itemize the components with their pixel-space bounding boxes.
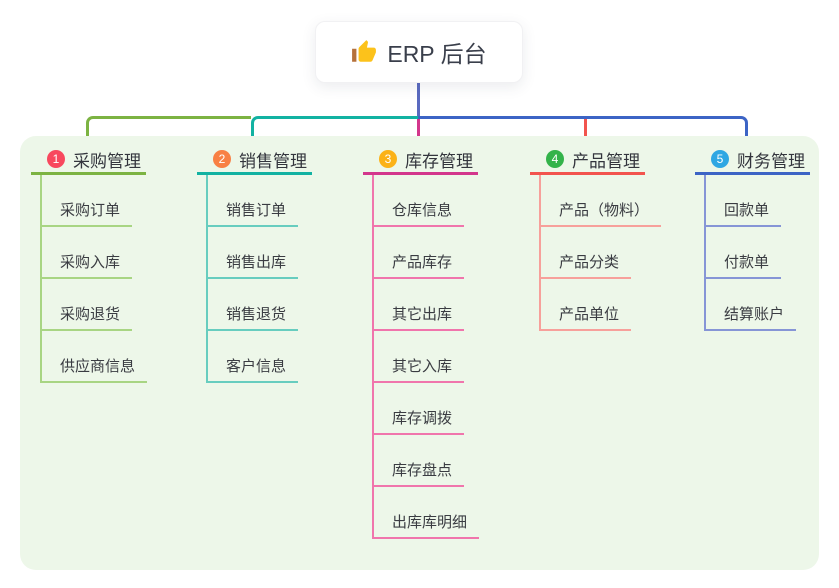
child-node[interactable]: 销售订单 [208, 175, 299, 227]
branch-finance: 5 财务管理 回款单 付款单 结算账户 [695, 146, 810, 331]
child-node[interactable]: 产品库存 [374, 227, 465, 279]
branch-product: 4 产品管理 产品（物料） 产品分类 产品单位 [530, 146, 662, 331]
thumbs-up-icon [352, 40, 377, 62]
branch3-connector-line [417, 119, 420, 148]
child-node[interactable]: 客户信息 [208, 331, 299, 383]
root-node[interactable]: ERP 后台 [315, 21, 523, 83]
branches-panel [20, 136, 819, 570]
branch-product-title[interactable]: 4 产品管理 [530, 146, 645, 175]
child-node[interactable]: 库存盘点 [374, 435, 465, 487]
child-node[interactable]: 出库库明细 [374, 487, 480, 539]
child-node[interactable]: 采购退货 [42, 279, 133, 331]
branch-sales: 2 销售管理 销售订单 销售出库 销售退货 客户信息 [197, 146, 312, 383]
root-node-label: ERP 后台 [387, 41, 487, 67]
child-node[interactable]: 销售退货 [208, 279, 299, 331]
branch1-connector-line [86, 116, 251, 148]
branch-number-badge: 3 [379, 150, 397, 168]
branch-number-badge: 4 [546, 150, 564, 168]
child-node[interactable]: 采购订单 [42, 175, 133, 227]
branch-sales-title[interactable]: 2 销售管理 [197, 146, 312, 175]
branch-purchase-children: 采购订单 采购入库 采购退货 供应商信息 [40, 175, 148, 383]
branch-title-label: 采购管理 [73, 151, 141, 171]
branch-finance-children: 回款单 付款单 结算账户 [704, 175, 810, 331]
branch-sales-children: 销售订单 销售出库 销售退货 客户信息 [206, 175, 312, 383]
branch4-connector-line [584, 119, 587, 148]
child-node[interactable]: 产品单位 [541, 279, 632, 331]
branch5-connector-line [418, 116, 748, 148]
branch2-connector-line [251, 116, 418, 148]
branch-title-label: 销售管理 [239, 151, 307, 171]
branch-purchase-title[interactable]: 1 采购管理 [31, 146, 146, 175]
child-node[interactable]: 付款单 [706, 227, 782, 279]
branch-number-badge: 5 [711, 150, 729, 168]
branch-product-children: 产品（物料） 产品分类 产品单位 [539, 175, 662, 331]
child-node[interactable]: 回款单 [706, 175, 782, 227]
child-node[interactable]: 结算账户 [706, 279, 797, 331]
branch-number-badge: 2 [213, 150, 231, 168]
child-node[interactable]: 产品分类 [541, 227, 632, 279]
branch-finance-title[interactable]: 5 财务管理 [695, 146, 810, 175]
child-node[interactable]: 供应商信息 [42, 331, 148, 383]
branch-title-label: 财务管理 [737, 151, 805, 171]
branch-inventory-title[interactable]: 3 库存管理 [363, 146, 478, 175]
child-node[interactable]: 产品（物料） [541, 175, 662, 227]
child-node[interactable]: 销售出库 [208, 227, 299, 279]
branch-title-label: 库存管理 [405, 151, 473, 171]
branch-title-label: 产品管理 [572, 151, 640, 171]
child-node[interactable]: 库存调拨 [374, 383, 465, 435]
child-node[interactable]: 其它入库 [374, 331, 465, 383]
branch-purchase: 1 采购管理 采购订单 采购入库 采购退货 供应商信息 [31, 146, 148, 383]
root-connector-line [417, 83, 420, 117]
child-node[interactable]: 仓库信息 [374, 175, 465, 227]
branch-number-badge: 1 [47, 150, 65, 168]
branch-inventory: 3 库存管理 仓库信息 产品库存 其它出库 其它入库 库存调拨 库存盘点 出库库… [363, 146, 480, 539]
branch-inventory-children: 仓库信息 产品库存 其它出库 其它入库 库存调拨 库存盘点 出库库明细 [372, 175, 480, 539]
child-node[interactable]: 其它出库 [374, 279, 465, 331]
child-node[interactable]: 采购入库 [42, 227, 133, 279]
